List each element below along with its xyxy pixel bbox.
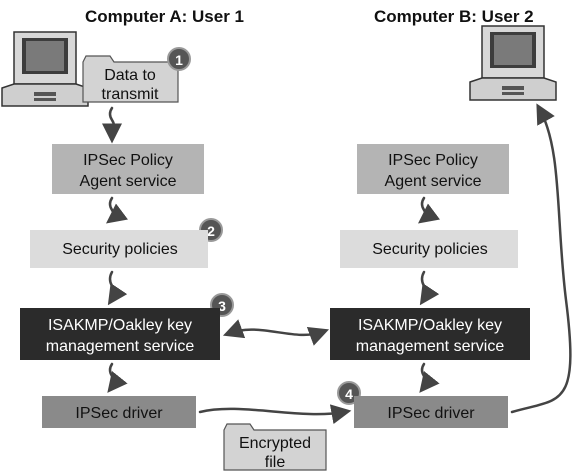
flow-arrow (107, 270, 128, 306)
flow-arrow (418, 196, 441, 224)
b-security-policies-label: Security policies (372, 241, 488, 258)
b-policy-agent-box (357, 144, 509, 194)
a-driver-label: IPSec driver (75, 405, 163, 422)
a-isakmp-line1: ISAKMP/Oakley key (48, 317, 192, 334)
computer-icon (1, 31, 89, 107)
a-isakmp-line2: management service (46, 338, 195, 355)
folder-icon (223, 423, 327, 471)
step-2-label: 2 (207, 223, 215, 239)
encrypted-file-line2: file (265, 454, 286, 471)
b-policy-agent-line2: Agent service (385, 173, 482, 190)
negotiation-arrow (222, 319, 330, 346)
step-1-label: 1 (175, 52, 183, 68)
a-policy-agent-line2: Agent service (80, 173, 177, 190)
flow-arrow (106, 196, 129, 224)
flow-arrow (107, 362, 128, 393)
b-security-policies-box (340, 230, 518, 268)
computer-a-title: Computer A: User 1 (85, 7, 244, 26)
step-3-label: 3 (218, 298, 226, 314)
step-4-label: 4 (345, 386, 353, 402)
computer-icon (469, 25, 557, 101)
flow-arrow (419, 270, 440, 306)
encrypted-file-line1: Encrypted (239, 435, 311, 452)
flow-arrow (419, 362, 440, 393)
a-security-policies-label: Security policies (62, 241, 178, 258)
a-security-policies-box (30, 230, 208, 268)
step-badge-icon: 1 (167, 47, 191, 71)
b-driver-label: IPSec driver (387, 405, 475, 422)
data-to-transmit-line1: Data to (104, 67, 156, 84)
b-isakmp-line1: ISAKMP/Oakley key (358, 317, 502, 334)
folder-icon (82, 55, 179, 103)
a-policy-agent-line1: IPSec Policy (83, 152, 173, 169)
flow-arrow (102, 106, 122, 144)
deliver-arrow (510, 103, 572, 414)
b-isakmp-line2: management service (356, 338, 505, 355)
transmit-arrow (198, 404, 352, 425)
a-isakmp-box (20, 308, 220, 360)
data-to-transmit-line2: transmit (102, 86, 159, 103)
a-driver-box (42, 396, 196, 428)
a-policy-agent-box (52, 144, 204, 194)
b-policy-agent-line1: IPSec Policy (388, 152, 478, 169)
b-driver-box (354, 396, 508, 428)
b-isakmp-box (330, 308, 530, 360)
computer-b-title: Computer B: User 2 (374, 7, 534, 26)
